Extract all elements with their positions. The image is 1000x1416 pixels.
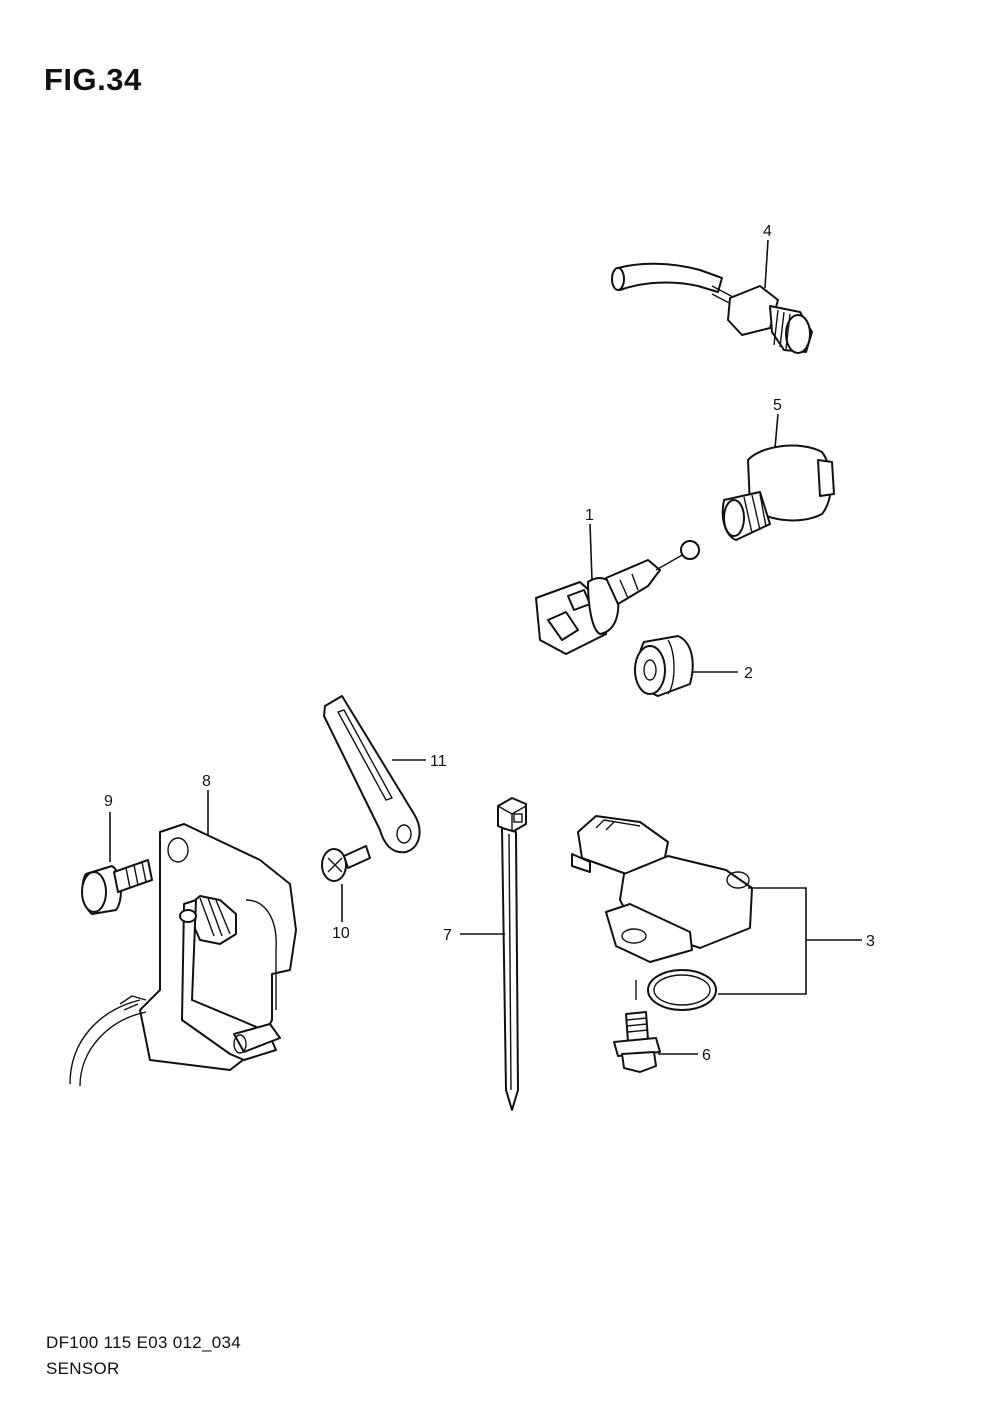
part-1-temperature-sensor[interactable] xyxy=(535,540,700,655)
part-10-screw[interactable] xyxy=(321,845,371,882)
callout-8: 8 xyxy=(202,773,211,790)
part-7-cable-tie[interactable] xyxy=(497,797,527,1111)
callout-4: 4 xyxy=(763,223,772,240)
callout-6: 6 xyxy=(702,1047,711,1064)
figure-name: SENSOR xyxy=(46,1359,120,1378)
callout-3: 3 xyxy=(866,933,875,950)
part-6-flange-bolt[interactable] xyxy=(613,980,661,1073)
leader-4 xyxy=(764,239,769,289)
leader-1 xyxy=(589,523,593,581)
callout-10: 10 xyxy=(332,925,350,942)
part-8-position-sensor[interactable] xyxy=(69,823,297,1087)
callout-7: 7 xyxy=(443,927,452,944)
part-5-knock-sensor[interactable] xyxy=(721,444,835,541)
part-4-sensor-switch[interactable] xyxy=(611,262,813,354)
callout-1: 1 xyxy=(585,507,594,524)
part-2-grommet[interactable] xyxy=(634,635,694,697)
leader-3-bracket xyxy=(718,887,807,995)
part-9-bolt[interactable] xyxy=(81,859,153,915)
part-11-strap[interactable] xyxy=(323,695,421,854)
callout-9: 9 xyxy=(104,793,113,810)
callout-2: 2 xyxy=(744,665,753,682)
figure-code: DF100 115 E03 012_034 xyxy=(46,1333,242,1352)
leader-5 xyxy=(774,413,779,449)
callout-5: 5 xyxy=(773,397,782,414)
figure-title: FIG.34 xyxy=(44,62,142,97)
callout-11: 11 xyxy=(430,753,447,770)
part-3-map-sensor[interactable] xyxy=(571,815,753,1011)
